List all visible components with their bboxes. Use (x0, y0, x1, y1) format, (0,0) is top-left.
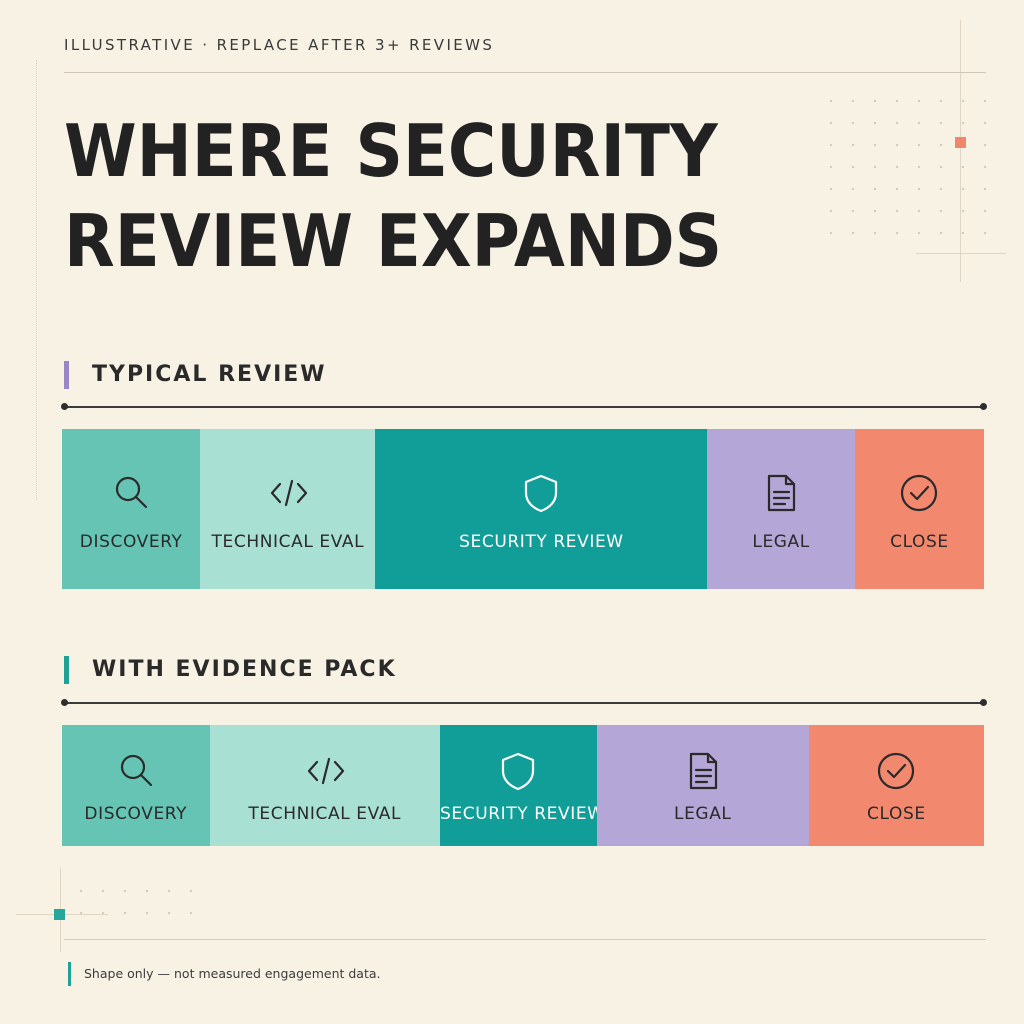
shield-icon (521, 473, 561, 517)
header-rule (64, 72, 986, 73)
evidence-stage-technical-eval: TECHNICAL EVAL (209, 725, 441, 846)
stage-label-legal: LEGAL (752, 532, 810, 552)
stage-label-security-review: SECURITY REVIEW (440, 804, 605, 824)
footer-rule (64, 939, 986, 940)
orange-square-marker (955, 137, 966, 148)
typical-review-axis (61, 403, 987, 409)
dot-grid-decoration (820, 90, 1000, 240)
stage-label-technical-eval: TECHNICAL EVAL (248, 804, 402, 824)
evidence-stage-legal: LEGAL (596, 725, 809, 846)
typical-review-track: DISCOVERY TECHNICAL EVAL SECURITY REVIEW LE… (62, 429, 984, 589)
eyebrow-label: ILLUSTRATIVE · REPLACE AFTER 3+ REVIEWS (64, 36, 495, 54)
stage-label-legal: LEGAL (674, 804, 732, 824)
evidence-stage-security-review: SECURITY REVIEW (440, 725, 605, 846)
evidence-stage-discovery: DISCOVERY (62, 725, 210, 846)
typical-stage-legal: LEGAL (707, 429, 855, 589)
typical-stage-discovery: DISCOVERY (62, 429, 201, 589)
stage-label-close: CLOSE (890, 532, 949, 552)
shield-icon (498, 751, 538, 795)
title-line-1: WHERE SECURITY (64, 109, 718, 193)
teal-square-marker (54, 909, 65, 920)
stage-label-discovery: DISCOVERY (79, 532, 183, 552)
code-icon (268, 473, 308, 517)
stage-label-security-review: SECURITY REVIEW (459, 532, 624, 552)
left-guide-line (36, 60, 37, 500)
evidence-pack-label: WITH EVIDENCE PACK (92, 657, 397, 682)
right-guide-tick (916, 253, 1006, 254)
search-icon (111, 473, 151, 517)
typical-review-marker (64, 361, 69, 389)
evidence-pack-track: DISCOVERY TECHNICAL EVAL SECURITY REVIEW LE… (62, 725, 984, 846)
stage-label-discovery: DISCOVERY (84, 804, 188, 824)
typical-stage-security-review: SECURITY REVIEW (375, 429, 708, 589)
stage-label-technical-eval: TECHNICAL EVAL (211, 532, 365, 552)
evidence-pack-marker (64, 656, 69, 684)
check-circle-icon (876, 751, 916, 795)
typical-stage-technical-eval: TECHNICAL EVAL (200, 429, 376, 589)
code-icon (305, 751, 345, 795)
typical-stage-close: CLOSE (854, 429, 984, 589)
check-circle-icon (899, 473, 939, 517)
typical-review-label: TYPICAL REVIEW (92, 362, 327, 387)
page-title: WHERE SECURITY REVIEW EXPANDS (64, 106, 722, 286)
footnote: Shape only — not measured engagement dat… (84, 966, 381, 981)
footnote-marker (68, 962, 71, 986)
title-line-2: REVIEW EXPANDS (64, 199, 723, 283)
dot-grid-decoration-bottom (70, 880, 200, 924)
search-icon (116, 751, 156, 795)
evidence-pack-axis (61, 699, 987, 705)
evidence-stage-close: CLOSE (808, 725, 984, 846)
document-icon (683, 751, 723, 795)
stage-label-close: CLOSE (867, 804, 926, 824)
document-icon (761, 473, 801, 517)
